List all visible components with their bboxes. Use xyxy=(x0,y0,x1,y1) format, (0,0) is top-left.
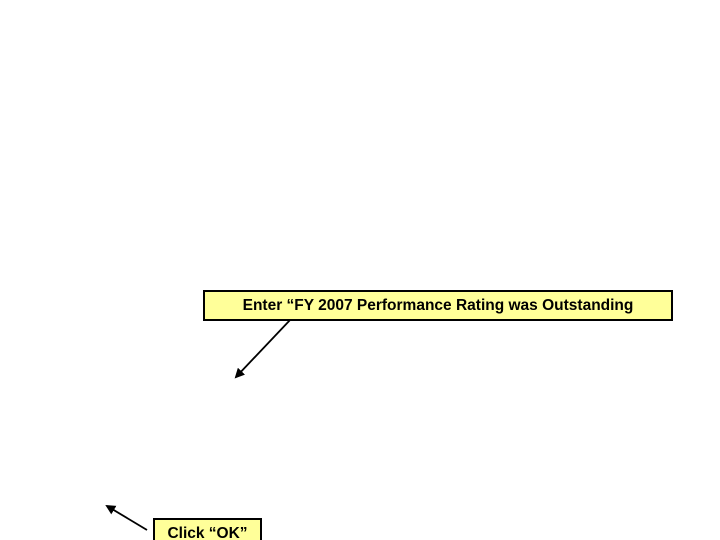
callout-enter-rating-label: Enter “FY 2007 Performance Rating was Ou… xyxy=(242,297,634,314)
callout-click-ok-label: Click “OK” xyxy=(167,524,248,540)
callout-enter-rating: Enter “FY 2007 Performance Rating was Ou… xyxy=(203,290,673,321)
arrow-to-rating-field-icon xyxy=(234,318,292,379)
arrow-to-ok-button-icon xyxy=(105,504,148,531)
callout-click-ok: Click “OK” xyxy=(153,518,262,540)
